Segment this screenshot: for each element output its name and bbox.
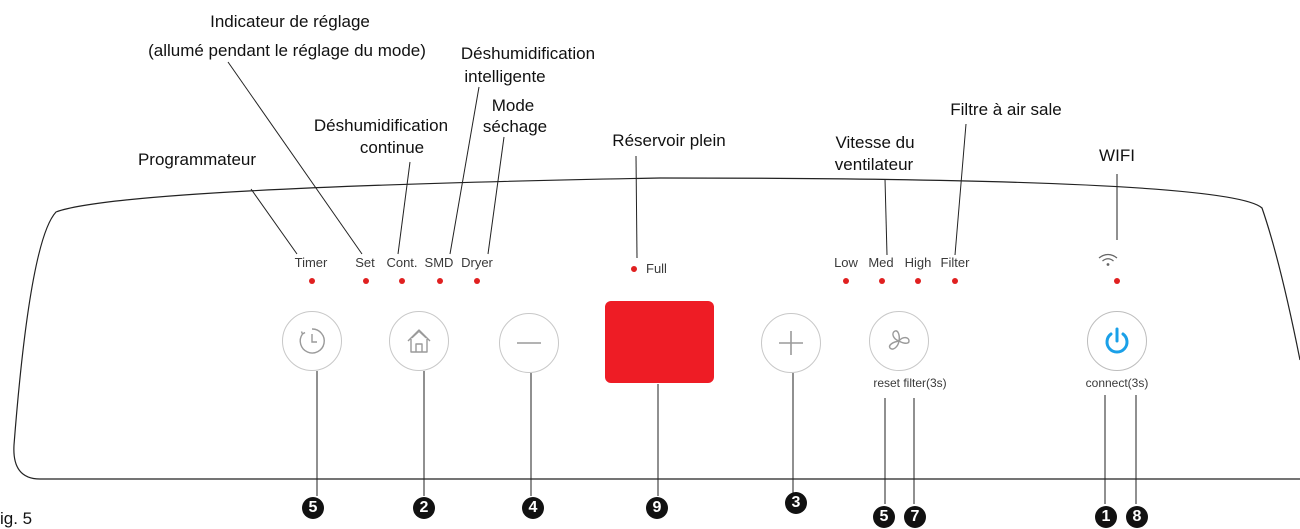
label-smd: SMD [424,255,454,270]
number-badge-minus: 4 [522,497,544,519]
number-badge-fan-a: 5 [873,506,895,528]
label-connect: connect(3s) [1085,376,1149,390]
led-dryer [474,278,480,284]
power-button[interactable] [1087,311,1147,371]
callout-vitesse-line1: Vitesse du [835,133,915,152]
home-icon [407,329,431,353]
number-badge-power-b: 8 [1126,506,1148,528]
panel-outline [13,177,1300,480]
callout-indicateur-line1: Indicateur de réglage [210,12,370,31]
led-high [915,278,921,284]
digital-display [605,301,714,383]
callout-mode-sechage-line2: séchage [482,117,548,136]
callout-programmateur: Programmateur [137,150,257,169]
label-high: High [904,255,932,270]
led-wifi [1114,278,1120,284]
clock-icon [299,328,325,354]
led-cont [399,278,405,284]
label-cont: Cont. [386,255,418,270]
led-full [631,266,637,272]
led-set [363,278,369,284]
number-badge-power-a: 1 [1095,506,1117,528]
number-badge-timer: 5 [302,497,324,519]
callout-vitesse-line2: ventilateur [834,155,914,174]
label-set: Set [355,255,375,270]
callout-wifi: WIFI [1099,146,1135,165]
callout-mode-sechage-line1: Mode [491,96,535,115]
mode-button[interactable] [389,311,449,371]
callout-filtre-air-sale: Filtre à air sale [950,100,1062,119]
callout-deshum-intelligente-line1: Déshumidification [460,44,596,63]
fan-icon [888,330,910,350]
led-med [879,278,885,284]
figure-caption: ig. 5 [0,509,33,528]
label-timer: Timer [294,255,328,270]
number-badge-plus: 3 [785,492,807,514]
number-badge-mode: 2 [413,497,435,519]
number-badge-fan-b: 7 [904,506,926,528]
led-filter [952,278,958,284]
callout-indicateur-line2: (allumé pendant le réglage du mode) [148,41,426,60]
fan-speed-button[interactable] [869,311,929,371]
label-med: Med [868,255,894,270]
label-full: Full [646,261,667,276]
label-dryer: Dryer [461,255,493,270]
power-icon [1105,327,1129,354]
plus-button[interactable] [761,313,821,373]
led-timer [309,278,315,284]
label-reset-filter: reset filter(3s) [873,376,947,390]
timer-button[interactable] [282,311,342,371]
callout-deshum-continue-line1: Déshumidification [313,116,449,135]
callout-reservoir-plein: Réservoir plein [612,131,726,150]
callout-deshum-continue-line2: continue [359,138,425,157]
minus-button[interactable] [499,313,559,373]
label-filter: Filter [940,255,970,270]
minus-icon [517,342,541,344]
callout-deshum-intelligente-line2: intelligente [464,67,546,86]
led-low [843,278,849,284]
label-low: Low [834,255,858,270]
plus-icon [779,331,803,355]
number-badge-display: 9 [646,497,668,519]
wifi-icon [1098,253,1118,266]
leader-lines [227,61,1137,504]
led-smd [437,278,443,284]
